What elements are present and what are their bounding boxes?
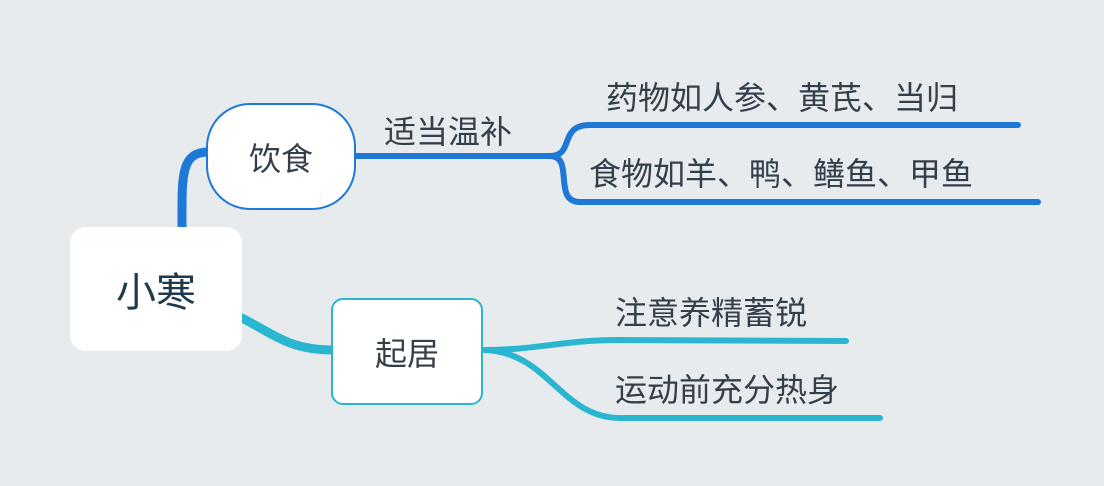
connector-living-rest: [479, 336, 849, 353]
topic-exercise[interactable]: 运动前充分热身: [615, 371, 840, 409]
topic-herbs[interactable]: 药物如人参、黄芪、当归: [606, 79, 959, 117]
root-node-label: 小寒: [116, 270, 196, 316]
topic-rest[interactable]: 注意养精蓄锐: [615, 294, 808, 332]
branch-node-diet[interactable]: 饮食: [206, 103, 356, 210]
root-node[interactable]: 小寒: [70, 227, 242, 351]
connector-root-diet: [177, 147, 213, 233]
topic-warm-tonic[interactable]: 适当温补: [384, 113, 513, 151]
connector-living-exercise: [479, 347, 883, 421]
branch-diet-label: 饮食: [248, 139, 313, 178]
branch-node-living[interactable]: 起居: [331, 298, 483, 405]
connector-warm-herbs: [547, 122, 1021, 159]
connector-root-living: [237, 313, 338, 355]
connector-warm-foods: [547, 153, 1041, 205]
topic-foods[interactable]: 食物如羊、鸭、鳝鱼、甲鱼: [589, 155, 974, 193]
branch-living-label: 起居: [374, 334, 439, 373]
